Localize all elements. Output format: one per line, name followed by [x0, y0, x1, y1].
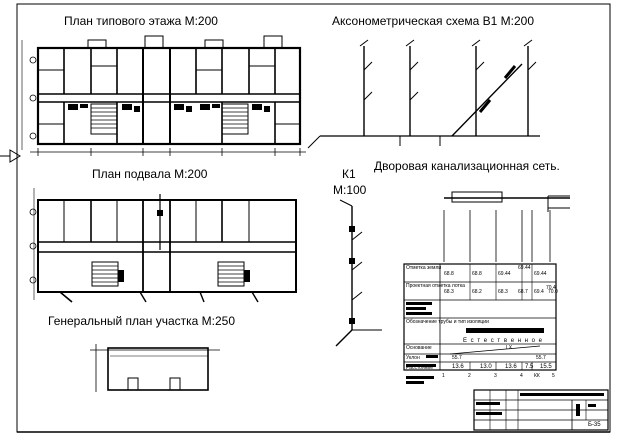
point-kk: КК [534, 373, 540, 379]
binding-arrow-icon [0, 149, 21, 163]
row-label-invert: Проектная отметка лотка [406, 283, 465, 289]
distance-1: 13.6 [452, 364, 464, 370]
distance-4: 7.5 [525, 364, 534, 370]
distance-5: 15.5 [540, 364, 552, 370]
site-plan-title: Генеральный план участка М:250 [48, 314, 235, 328]
row-label-ground: Отметка земли [406, 265, 442, 271]
elevation-top-3: 69.44 [498, 271, 511, 277]
elevation-top-2: 68.8 [472, 271, 482, 277]
distance-2: 13.0 [480, 364, 492, 370]
elevation-mid-6: 70.0 [548, 289, 558, 295]
slope-mark: LX [506, 345, 513, 351]
axonometric-title: Аксонометрическая схема В1 М:200 [332, 14, 535, 28]
distance-3: 13.6 [505, 364, 517, 370]
elevation-top-1: 68.8 [444, 271, 454, 277]
natural-ground-label: Е с т е с т в е н н о е [463, 338, 543, 344]
elevation-top-6: 70.4 [546, 285, 556, 291]
row-label-base: Основание [406, 345, 432, 351]
k1-scale: М:100 [333, 183, 367, 197]
elevation-mid-2: 68.2 [472, 289, 482, 295]
elevation-mid-3: 68.3 [498, 289, 508, 295]
row-label-slope: Уклон [406, 355, 420, 361]
title-block [473, 389, 609, 431]
yard-sewer-title: Дворовая канализационная сеть. [374, 159, 560, 173]
slope-right-value: 55.7 [536, 355, 546, 361]
k1-title: К1 [342, 167, 356, 181]
slope-left-value: 55.7 [452, 355, 462, 361]
yard-sewer-profile [403, 191, 570, 384]
axonometric-scheme [307, 39, 540, 149]
elevation-top-4: 69.44 [518, 265, 531, 271]
elevation-top-5: 69.44 [534, 271, 547, 277]
sheet-frame [16, 3, 611, 433]
point-4: 4 [520, 373, 523, 379]
row-label-distance: Расстояние [406, 365, 434, 371]
site-plan [90, 344, 220, 392]
sheet-code: Б-35 [588, 422, 601, 428]
point-1: 1 [442, 373, 445, 379]
typical-floor-title: План типового этажа М:200 [64, 14, 218, 28]
point-2: 2 [468, 373, 471, 379]
k1-riser-scheme [335, 199, 382, 347]
elevation-mid-4: 68.7 [518, 289, 528, 295]
elevation-mid-1: 68.3 [444, 289, 454, 295]
point-5: 5 [552, 373, 555, 379]
typical-floor-plan [21, 35, 306, 156]
basement-title: План подвала М:200 [92, 167, 208, 181]
row-label-pipe: Обозначение трубы и тип изоляции [406, 319, 489, 325]
point-3: 3 [494, 373, 497, 379]
elevation-mid-5: 69.4 [534, 289, 544, 295]
basement-plan [29, 188, 297, 303]
